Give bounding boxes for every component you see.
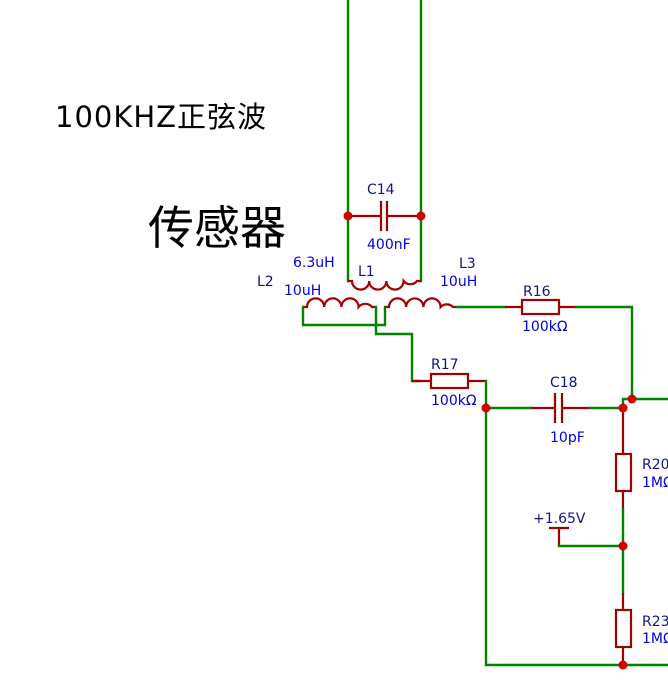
r16-value: 100kΩ [522,319,568,335]
junction [618,660,628,670]
c18-ref: C18 [550,375,578,391]
resistor-r16[interactable]: R16 100kΩ [505,284,576,335]
wires-coils [301,305,507,383]
junction [481,403,491,413]
wire-l2-l3-link[interactable] [301,305,387,327]
l2-value: 10uH [284,283,321,299]
wire-r17-node[interactable] [484,379,625,667]
c14-value: 400nF [367,237,411,253]
l3-value: 10uH [440,274,477,290]
junction [618,541,628,551]
wire-r16-output[interactable] [574,305,668,401]
r16-ref: R16 [523,284,551,300]
r17-value: 100kΩ [431,393,477,409]
r20-value: 1MΩ [642,475,668,491]
signal-frequency-note: 100KHZ正弦波 [55,100,267,134]
capacitor-c18[interactable]: C18 10pF [532,375,590,446]
wires-tank [346,0,423,283]
resistor-r23[interactable]: R23 1MΩ [614,593,668,665]
c18-value: 10pF [550,430,585,446]
junction [627,394,637,404]
r23-value: 1MΩ [642,631,668,647]
r17-ref: R17 [431,357,459,373]
r20-ref: R20 [642,457,668,473]
vref-label: +1.65V [533,511,586,527]
power-vref[interactable]: +1.65V [533,511,586,546]
capacitor-c14[interactable]: C14 400nF [348,182,421,253]
resistor-r17[interactable]: R17 100kΩ [412,357,486,409]
resistor-r20[interactable]: R20 1MΩ [614,408,668,509]
junction [343,211,353,221]
inductor-l2[interactable]: L2 10uH [257,274,376,311]
junction [618,403,628,413]
l1-ref: L1 [358,264,375,280]
sensor-note: 传感器 [148,201,286,255]
l3-ref: L3 [459,256,476,272]
l1-value: 6.3uH [293,255,335,271]
r23-ref: R23 [642,614,668,630]
c14-ref: C14 [367,182,395,198]
inductor-l1[interactable]: L1 6.3uH [293,255,421,291]
wire-l2-to-r17[interactable] [374,305,422,383]
junction [416,211,426,221]
inductor-l3[interactable]: L3 10uH [385,256,477,310]
l2-ref: L2 [257,274,274,290]
